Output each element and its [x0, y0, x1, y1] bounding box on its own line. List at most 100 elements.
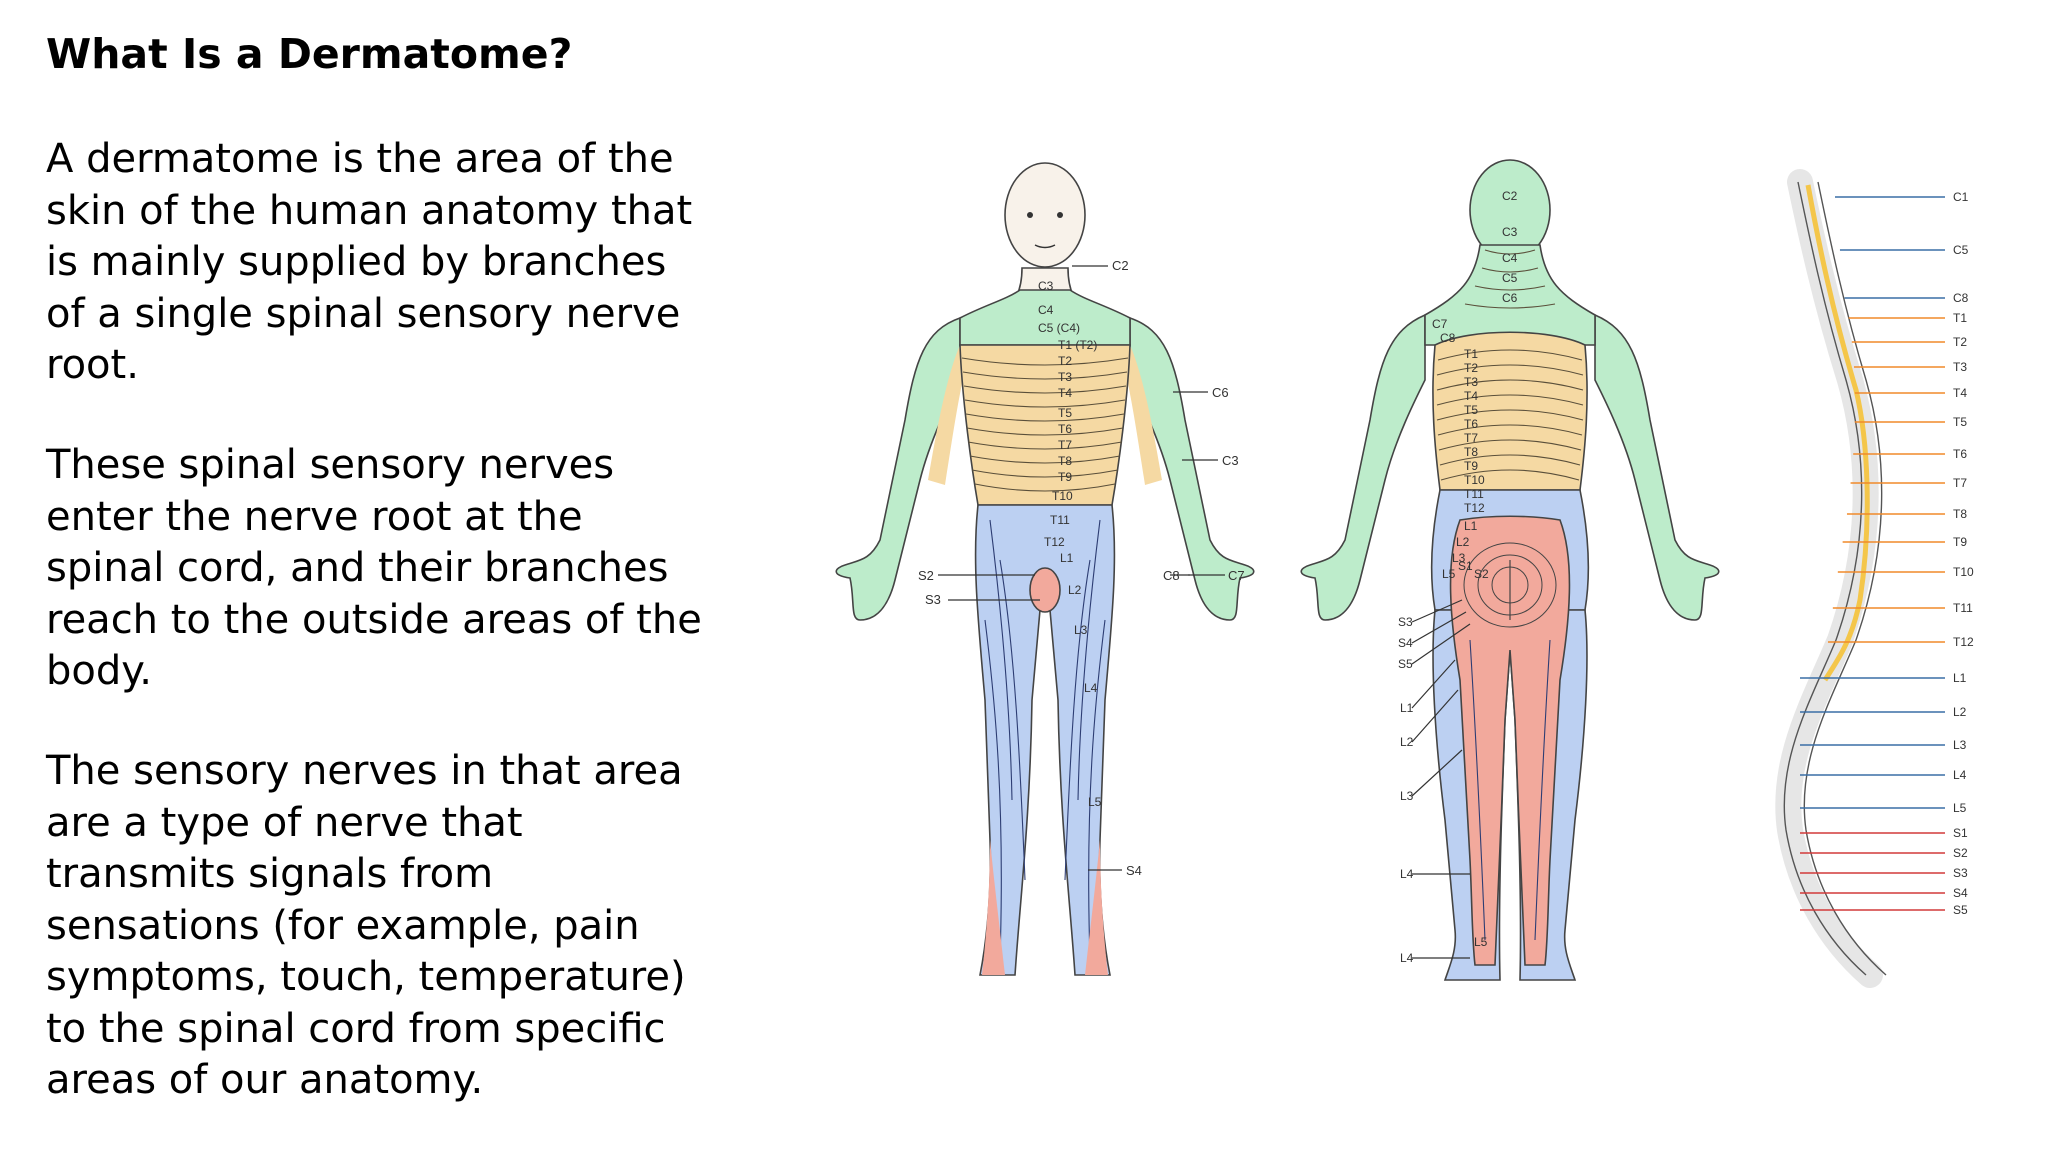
front-head	[1004, 162, 1086, 268]
back-leg-lines	[1469, 639, 1551, 941]
front-torso-label: T12	[1044, 535, 1065, 549]
text-line: transmits signals from	[46, 851, 494, 897]
spine-label: T9	[1953, 535, 1967, 549]
back-buttock-label: S2	[1474, 567, 1489, 581]
back-leg-label: L4	[1400, 951, 1414, 965]
spine-label: T11	[1953, 601, 1973, 615]
front-leg-sacral-strip	[982, 840, 1005, 975]
back-body-view: C2 C3 C4 C5 C6 C7 C8 T1 T2 T3 T4 T5 T6 T…	[1300, 159, 1720, 981]
text-line: reach to the outside areas of the	[46, 596, 702, 643]
front-label-c7: C7	[1228, 568, 1245, 583]
front-torso-label: T2	[1058, 354, 1072, 368]
front-body-view: C2 C6 C3 C8 C7 S2 S3 S4 C3 C4 C5 (C4) T1…	[835, 162, 1255, 976]
front-torso-label: T1 (T2)	[1058, 338, 1097, 352]
back-thoracic-labels: T1 T2 T3 T4 T5 T6 T7 T8 T9 T10 T11 T12	[1464, 347, 1485, 515]
back-neck-label: C4	[1502, 251, 1518, 265]
spine-label: T8	[1953, 507, 1967, 521]
front-torso-label: T5	[1058, 406, 1072, 420]
text-line: areas of our anatomy.	[46, 1057, 484, 1103]
back-neck-label: C3	[1502, 225, 1518, 239]
back-arm-left	[1300, 313, 1426, 621]
spine-label: L4	[1953, 768, 1967, 782]
spine-label: T1	[1953, 311, 1967, 325]
text-line: These spinal sensory nerves	[46, 442, 615, 488]
spine-label: S1	[1953, 826, 1968, 840]
text-line: body.	[46, 648, 152, 694]
front-arm-left	[1129, 316, 1255, 621]
front-torso-label: T10	[1052, 489, 1073, 503]
spine-label: T6	[1953, 447, 1967, 461]
spine-label: T12	[1953, 635, 1974, 649]
back-thoracic-label: T3	[1464, 375, 1478, 389]
front-torso-label: T7	[1058, 438, 1072, 452]
front-torso-label: T8	[1058, 454, 1072, 468]
spine-label: S4	[1953, 886, 1968, 900]
spine-side-view: C1C5C8T1T2T3T4T5T6T7T8T9T10T11T12L1L2L3L…	[1775, 169, 1974, 988]
front-label-l2: L2	[1068, 583, 1082, 597]
definition-paragraph: A dermatome is the area of the skin of t…	[46, 134, 766, 392]
front-torso-thoracic	[959, 344, 1131, 506]
back-leg-label: L3	[1400, 789, 1414, 803]
back-neck-label: C2	[1502, 189, 1518, 203]
back-thoracic-label: T7	[1464, 431, 1478, 445]
text-line: root.	[46, 342, 139, 388]
back-lumbar-label: L3	[1452, 551, 1466, 565]
spine-label: T7	[1953, 476, 1967, 490]
back-legs	[1432, 609, 1588, 981]
text-line: of a single spinal sensory nerve	[46, 290, 681, 337]
back-leg-label: L1	[1400, 701, 1414, 715]
text-line: sensations (for example, pain	[46, 902, 640, 949]
front-leg-sacral-strip	[1085, 840, 1108, 975]
front-torso-label: T11	[1050, 513, 1070, 527]
back-neck-shoulders	[1424, 244, 1596, 346]
sensory-paragraph: The sensory nerves in that area are a ty…	[46, 746, 766, 1107]
back-thoracic-label: T4	[1464, 389, 1478, 403]
front-torso-label: C4	[1038, 303, 1054, 317]
spine-label: T10	[1953, 565, 1974, 579]
front-shoulders	[959, 289, 1131, 346]
back-arm-right	[1594, 313, 1720, 621]
front-label-c6: C6	[1212, 385, 1229, 400]
back-neck-label: C6	[1502, 291, 1518, 305]
back-neck-label: C5	[1502, 271, 1518, 285]
back-shoulder-label: C8	[1440, 331, 1456, 345]
back-leg-label: L4	[1400, 867, 1414, 881]
text-line: The sensory nerves in that area	[46, 748, 683, 794]
front-label-s2: S2	[918, 568, 934, 583]
front-torso-label: C3	[1038, 279, 1054, 293]
front-label-c2: C2	[1112, 258, 1129, 273]
text-line: symptoms, touch, temperature)	[46, 954, 686, 1000]
back-thoracic-bands	[1436, 349, 1584, 481]
back-thoracic-label: T12	[1464, 501, 1485, 515]
back-thoracic-label: T6	[1464, 417, 1478, 431]
front-label-s3: S3	[925, 592, 941, 607]
spine-label: L5	[1953, 801, 1967, 815]
front-torso-label: C5 (C4)	[1038, 321, 1080, 335]
front-torso-bands	[961, 357, 1129, 492]
spine-label: T5	[1953, 415, 1967, 429]
spine-label: S5	[1953, 903, 1968, 917]
spine-labels: C1C5C8T1T2T3T4T5T6T7T8T9T10T11T12L1L2L3L…	[1953, 190, 1974, 917]
spine-label: C1	[1953, 190, 1969, 204]
back-thoracic-label: T5	[1464, 403, 1478, 417]
spine-label: C8	[1953, 291, 1969, 305]
back-foot-label: L5	[1474, 935, 1488, 949]
back-sacral	[1449, 515, 1571, 966]
front-label-s4: S4	[1126, 863, 1142, 878]
spine-label: S2	[1953, 846, 1968, 860]
back-thoracic-label: T8	[1464, 445, 1478, 459]
spine-label: T2	[1953, 335, 1967, 349]
front-torso-label: T6	[1058, 422, 1072, 436]
front-label-l3: L3	[1074, 623, 1088, 637]
front-label-l5: L5	[1088, 795, 1102, 809]
back-thoracic-label: T10	[1464, 473, 1485, 487]
spine-outline	[1783, 181, 1867, 976]
back-thoracic-label: T11	[1464, 487, 1484, 501]
back-thoracic-label: T2	[1464, 361, 1478, 375]
spine-label: L1	[1953, 671, 1967, 685]
front-torso-label: T4	[1058, 386, 1072, 400]
text-line: spinal cord, and their branches	[46, 545, 669, 591]
back-shoulder-label: C7	[1432, 317, 1448, 331]
text-line: A dermatome is the area of the	[46, 136, 674, 182]
back-buttock-label: L5	[1442, 567, 1456, 581]
